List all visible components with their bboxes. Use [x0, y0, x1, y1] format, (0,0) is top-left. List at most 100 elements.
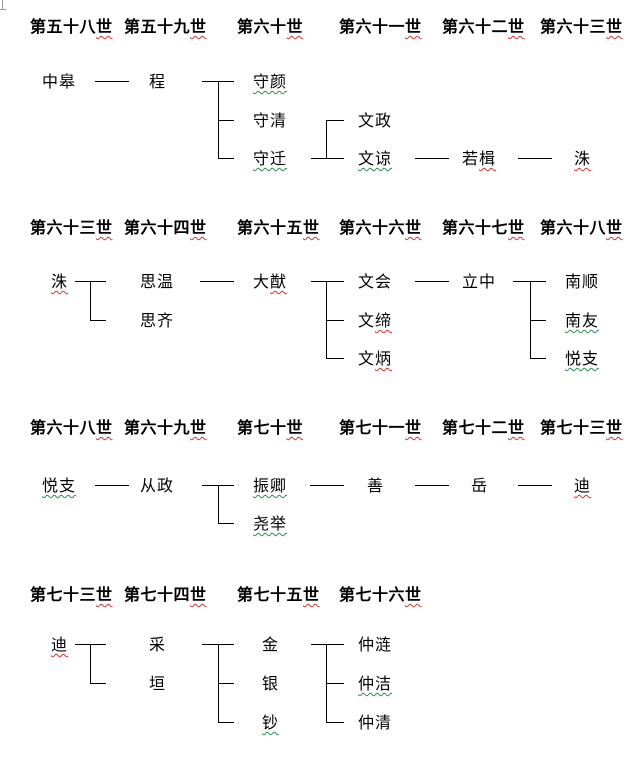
person-name: 思齐	[140, 311, 175, 330]
person-name: 采	[149, 635, 167, 654]
tree-line-horizontal	[311, 281, 344, 282]
generation-header: 第六十八世	[30, 418, 113, 437]
tree-line-horizontal	[200, 281, 234, 282]
generation-header-text: 第五十八	[30, 17, 97, 36]
tree-line-vertical	[218, 485, 219, 524]
person-name: 中皋	[42, 72, 77, 91]
generation-header-flagged-char: 世	[405, 218, 422, 237]
generation-header: 第七十一世	[339, 418, 422, 437]
person-name-text: 大	[253, 272, 271, 291]
generation-header: 第六十七世	[442, 218, 525, 237]
tree-line-horizontal	[218, 523, 234, 524]
generation-header: 第七十二世	[442, 418, 525, 437]
tree-line-horizontal	[311, 644, 344, 645]
generation-header: 第七十六世	[339, 585, 422, 604]
person-name: 大猷	[253, 273, 287, 291]
person-name: 文缔	[358, 312, 392, 330]
generation-header-flagged-char: 世	[508, 17, 525, 36]
person-name: 程	[149, 72, 167, 91]
person-name-flagged-char: 迪	[51, 635, 69, 654]
generation-header-text: 第六十三	[540, 17, 607, 36]
generation-header-flagged-char: 世	[96, 585, 113, 604]
page-corner-mark-horizontal	[0, 9, 6, 10]
generation-header-text: 第七十三	[30, 585, 97, 604]
person-name-text: 文	[358, 349, 376, 368]
tree-line-horizontal	[326, 722, 344, 723]
generation-header-flagged-char: 世	[190, 218, 207, 237]
generation-header: 第七十三世	[540, 418, 623, 437]
generation-header-text: 第六十七	[442, 218, 509, 237]
person-name: 南友	[565, 311, 600, 330]
generation-header: 第六十二世	[442, 17, 525, 36]
generation-header: 第七十四世	[124, 585, 207, 604]
person-name-flagged-char: 缔	[375, 311, 393, 330]
tree-line-horizontal	[518, 158, 552, 159]
tree-line-vertical	[90, 281, 91, 321]
person-name: 文会	[358, 272, 393, 291]
person-name: 银	[262, 674, 280, 693]
generation-header-flagged-char: 世	[303, 218, 320, 237]
tree-line-horizontal	[90, 683, 106, 684]
person-name: 守迁	[253, 149, 288, 168]
generation-header: 第五十九世	[124, 17, 207, 36]
generation-header-flagged-char: 世	[303, 585, 320, 604]
person-name: 悦支	[565, 349, 600, 368]
generation-header: 第六十世	[237, 17, 303, 36]
generation-header-text: 第七十五	[237, 585, 304, 604]
tree-line-horizontal	[310, 485, 344, 486]
generation-header-text: 第五十九	[124, 17, 191, 36]
tree-line-horizontal	[95, 485, 129, 486]
tree-line-horizontal	[415, 158, 449, 159]
tree-line-vertical	[326, 120, 327, 159]
generation-header-flagged-char: 世	[190, 585, 207, 604]
generation-header-text: 第七十三	[540, 418, 607, 437]
generation-header-text: 第六十九	[124, 418, 191, 437]
tree-line-vertical	[90, 644, 91, 684]
person-name: 振卿	[253, 476, 288, 495]
person-name-flagged-char: 炳	[375, 349, 393, 368]
person-name: 尧举	[253, 514, 288, 533]
generation-header-flagged-char: 世	[606, 218, 623, 237]
generation-header-flagged-char: 世	[508, 418, 525, 437]
tree-line-horizontal	[326, 120, 344, 121]
tree-line-horizontal	[218, 683, 234, 684]
person-name-flagged-char: 洙	[51, 272, 69, 291]
generation-header: 第六十四世	[124, 218, 207, 237]
generation-header-flagged-char: 世	[286, 418, 304, 437]
tree-line-horizontal	[530, 320, 546, 321]
generation-header-flagged-char: 世	[190, 17, 207, 36]
tree-line-horizontal	[326, 683, 344, 684]
generation-header-flagged-char: 世	[508, 218, 525, 237]
generation-header-flagged-char: 世	[606, 17, 623, 36]
person-name: 文炳	[358, 350, 392, 368]
person-name: 南顺	[565, 272, 600, 291]
generation-header-text: 第六十八	[540, 218, 607, 237]
person-name-flagged-char: 楫	[479, 149, 497, 168]
generation-header: 第六十五世	[237, 218, 320, 237]
generation-header-flagged-char: 世	[96, 418, 113, 437]
generation-header-flagged-char: 世	[286, 17, 304, 36]
person-name: 若楫	[462, 150, 496, 168]
generation-header-text: 第六十三	[30, 218, 97, 237]
person-name: 守颜	[253, 72, 288, 91]
generation-header: 第六十三世	[30, 218, 113, 237]
generation-header: 第五十八世	[30, 17, 113, 36]
person-name: 善	[367, 476, 385, 495]
person-name-text: 若	[462, 149, 480, 168]
generation-header-text: 第七十一	[339, 418, 406, 437]
generation-header-text: 第六十四	[124, 218, 191, 237]
generation-header-text: 第六十五	[237, 218, 304, 237]
generation-header-text: 第六十八	[30, 418, 97, 437]
person-name: 金	[262, 635, 280, 654]
generation-header: 第六十一世	[339, 17, 422, 36]
person-name: 洙	[51, 273, 68, 291]
generation-header: 第六十三世	[540, 17, 623, 36]
generation-header-text: 第六十二	[442, 17, 509, 36]
person-name: 钞	[262, 713, 280, 732]
person-name: 思温	[140, 272, 175, 291]
person-name: 文谅	[358, 149, 393, 168]
tree-line-horizontal	[326, 320, 344, 321]
generation-header-flagged-char: 世	[405, 585, 422, 604]
tree-line-horizontal	[218, 120, 234, 121]
generation-header-flagged-char: 世	[96, 218, 113, 237]
